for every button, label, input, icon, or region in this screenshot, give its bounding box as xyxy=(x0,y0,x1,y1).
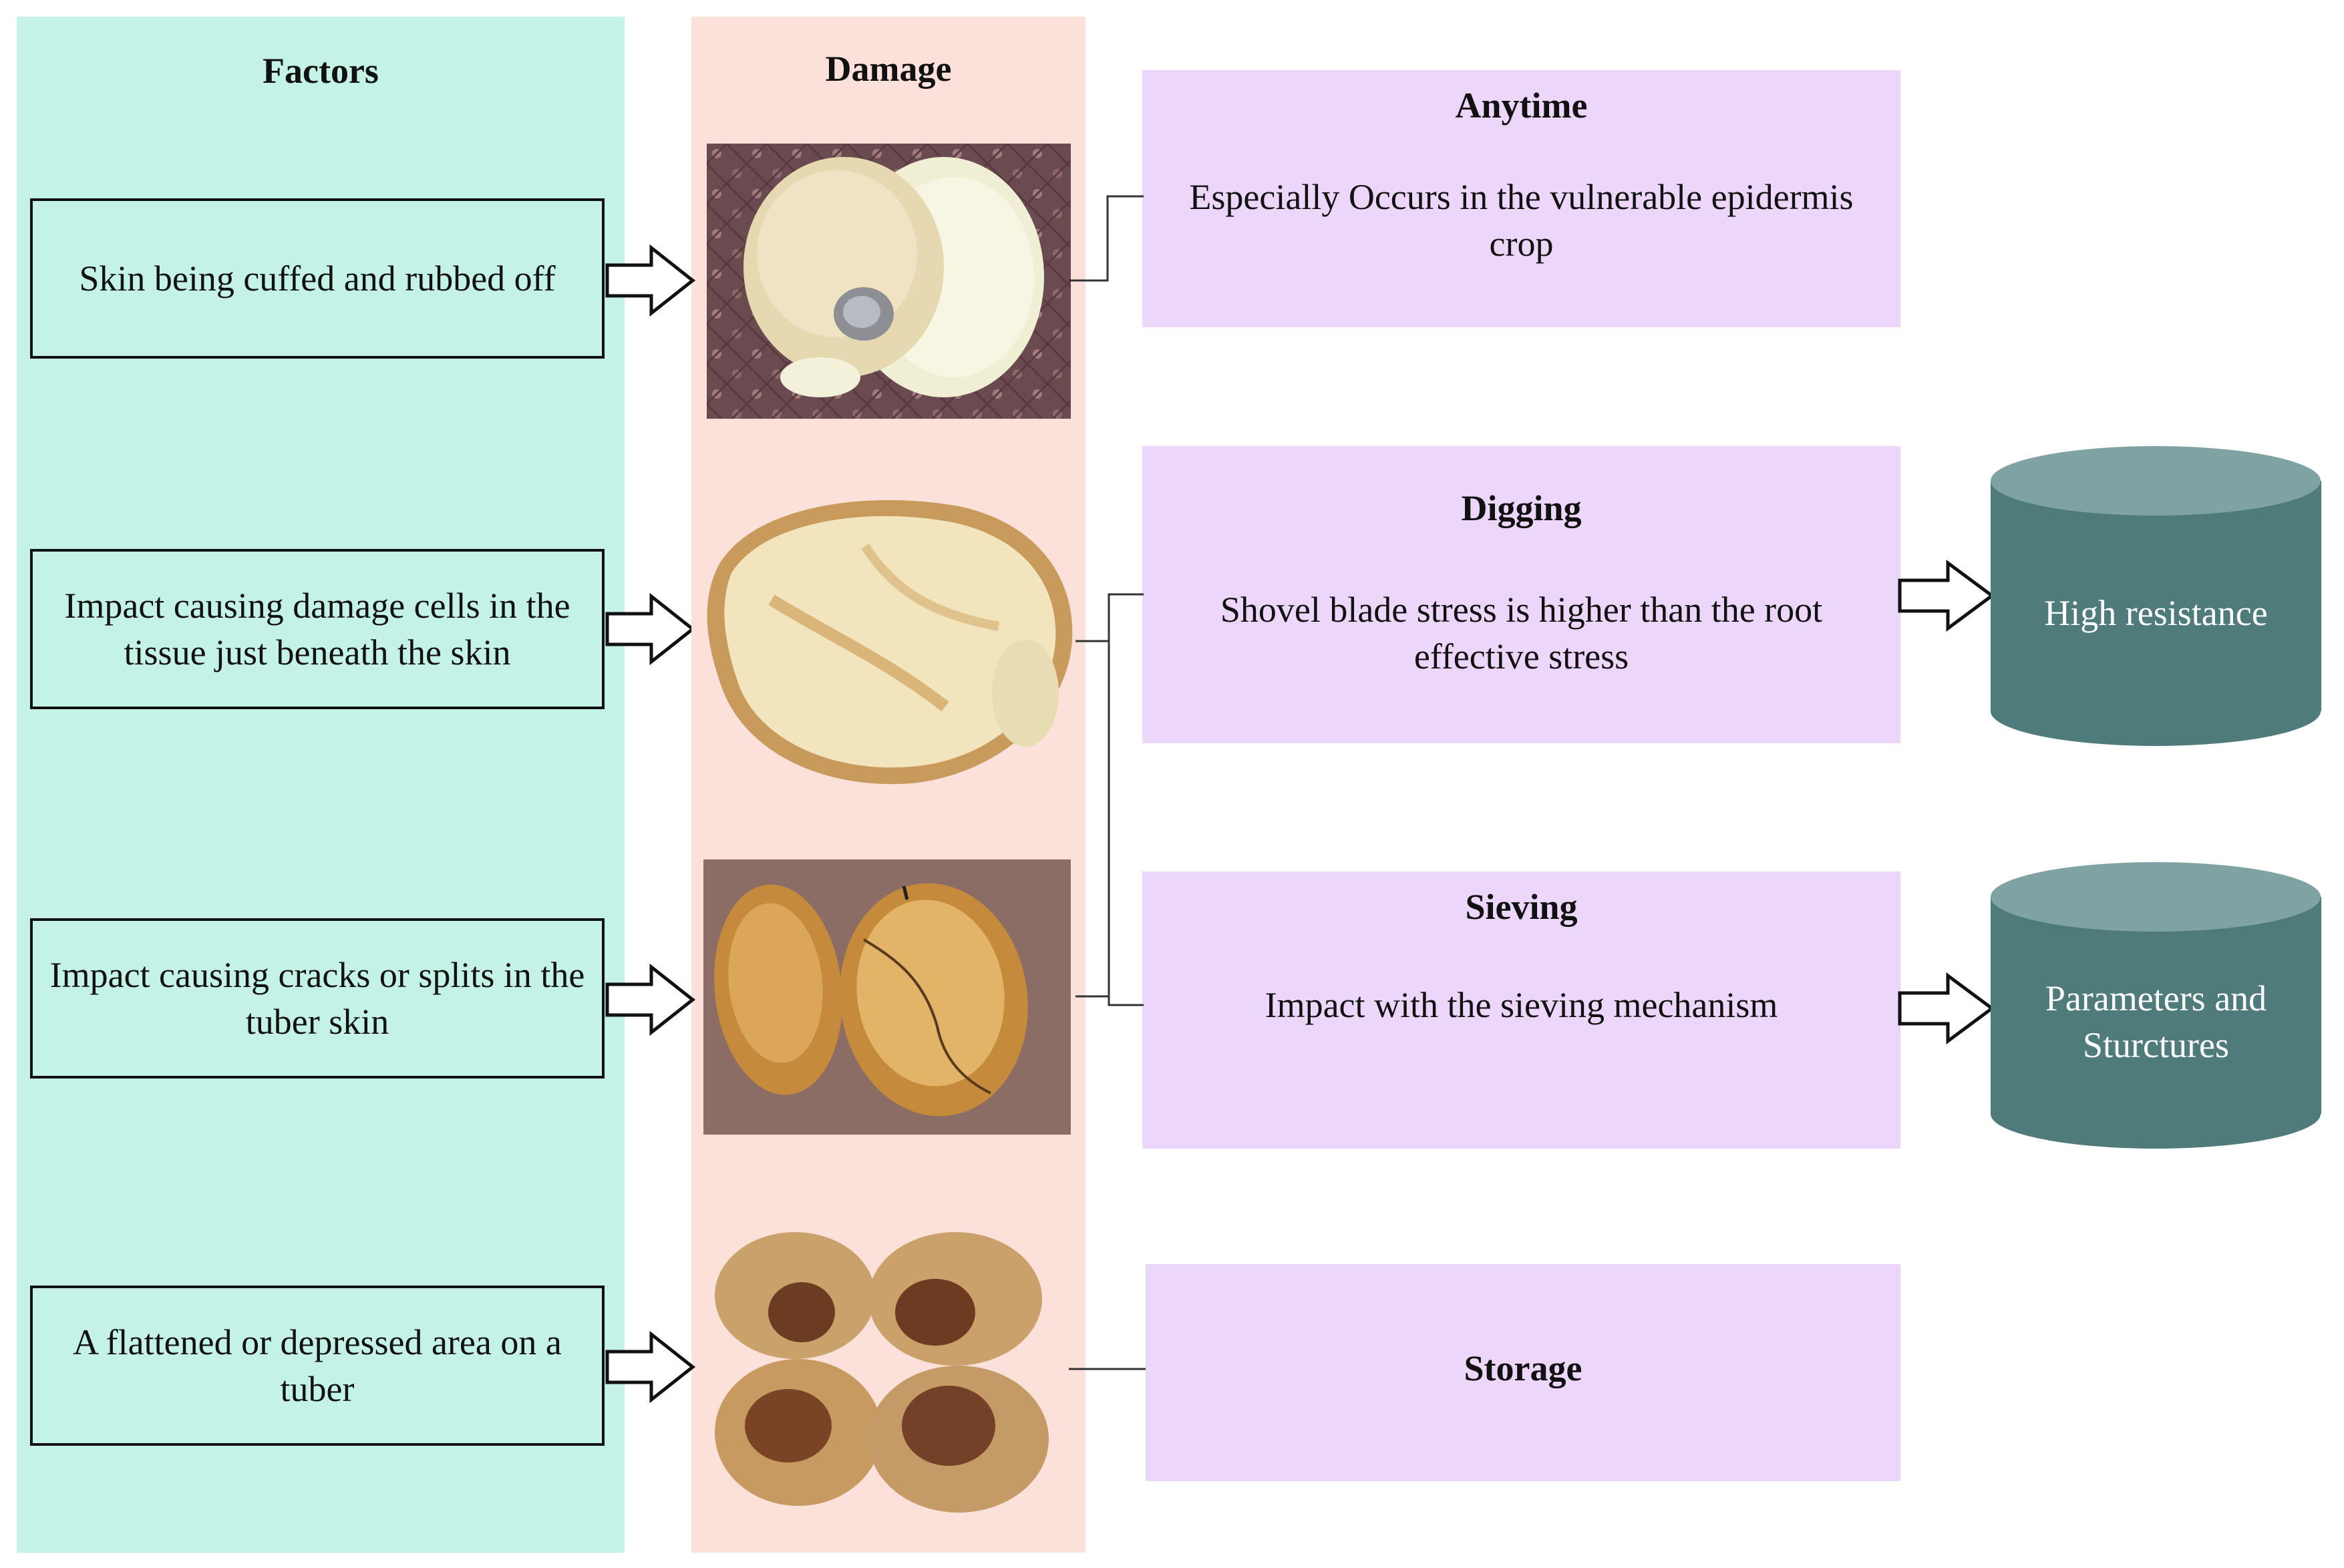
stage-description: Impact with the sieving mechanism xyxy=(1265,985,1778,1025)
factor-label: Impact causing damage cells in the tissu… xyxy=(64,586,570,672)
database-cylinder-icon xyxy=(1991,446,2321,746)
stage-title: Anytime xyxy=(1455,85,1588,126)
arrow-right-icon xyxy=(1898,560,1995,632)
connector-line xyxy=(1069,195,1144,282)
database-cylinder-icon xyxy=(1991,862,2321,1149)
stage-description: Shovel blade stress is higher than the r… xyxy=(1220,590,1823,676)
stage-storage: Storage xyxy=(1146,1264,1900,1481)
bruised-potato-image xyxy=(691,486,1082,793)
factor-label: Skin being cuffed and rubbed off xyxy=(79,258,556,299)
arrow-right-icon xyxy=(605,963,696,1036)
stage-anytime: Anytime Especially Occurs in the vulnera… xyxy=(1142,70,1900,327)
outcome-high-resistance: High resistance xyxy=(2044,593,2268,633)
cracked-potatoes-image xyxy=(703,859,1071,1135)
connector-line xyxy=(1069,1368,1146,1370)
factor-box-1: Skin being cuffed and rubbed off xyxy=(30,198,605,359)
factor-box-2: Impact causing damage cells in the tissu… xyxy=(30,549,605,709)
connector-bracket xyxy=(1075,593,1144,1006)
damage-heading: Damage xyxy=(825,49,952,89)
outcome-parameters: Parameters and Sturctures xyxy=(2045,978,2267,1065)
stage-digging: Digging Shovel blade stress is higher th… xyxy=(1142,446,1900,743)
skinned-potato-image xyxy=(707,144,1071,419)
arrow-right-icon xyxy=(605,1330,696,1404)
stage-title: Sieving xyxy=(1465,887,1578,927)
arrow-right-icon xyxy=(1898,972,1995,1044)
factors-heading: Factors xyxy=(263,51,379,91)
factors-column xyxy=(17,17,625,1553)
factor-box-4: A flattened or depressed area on a tuber xyxy=(30,1286,605,1446)
stage-title: Storage xyxy=(1464,1348,1582,1388)
arrow-right-icon xyxy=(605,244,696,317)
factor-label: Impact causing cracks or splits in the t… xyxy=(49,955,585,1042)
factor-label: A flattened or depressed area on a tuber xyxy=(73,1322,562,1409)
stage-description: Especially Occurs in the vulnerable epid… xyxy=(1189,177,1854,264)
stage-title: Digging xyxy=(1461,488,1582,528)
arrow-right-icon xyxy=(605,592,696,666)
stage-sieving: Sieving Impact with the sieving mechanis… xyxy=(1142,871,1900,1149)
flattened-potatoes-image xyxy=(701,1225,1072,1519)
factor-box-3: Impact causing cracks or splits in the t… xyxy=(30,918,605,1079)
